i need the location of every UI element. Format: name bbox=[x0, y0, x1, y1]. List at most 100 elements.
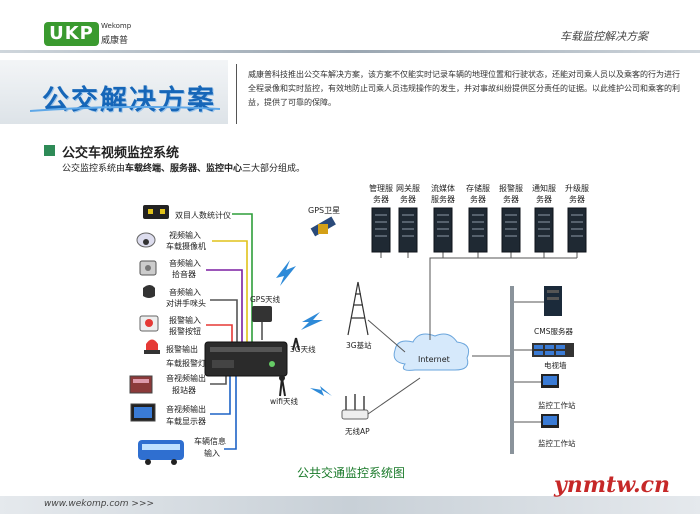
server-bay bbox=[505, 235, 517, 237]
server-bay bbox=[402, 221, 414, 223]
3g-base-station: 3G基站 bbox=[346, 281, 372, 350]
device-icons bbox=[129, 205, 184, 465]
server-bay bbox=[571, 228, 583, 230]
device-labels: 双目人数统计仪 视频输入 车载摄像机 音频输入 拾音器 音频输入 对讲手咪头 报… bbox=[166, 210, 231, 458]
server-label-line2: 务器 bbox=[503, 194, 519, 204]
server-label-line2: 服务器 bbox=[431, 194, 455, 204]
server-bay bbox=[402, 214, 414, 216]
server-bay bbox=[402, 235, 414, 237]
server-label-line1: 网关服 bbox=[396, 183, 420, 193]
label-alarm-output: 报警输出 bbox=[166, 344, 198, 354]
server-label-line1: 通知服 bbox=[532, 183, 556, 193]
header-title: 车载监控解决方案 bbox=[560, 30, 648, 43]
server-bay bbox=[538, 235, 550, 237]
label-wifi-antenna: wifi天线 bbox=[270, 396, 298, 406]
line-counter bbox=[232, 213, 253, 346]
label-station: 报站器 bbox=[172, 385, 196, 395]
server-label-line1: 存储服 bbox=[466, 183, 490, 193]
label-talkback-mic: 对讲手咪头 bbox=[166, 298, 206, 308]
server-bay bbox=[375, 235, 387, 237]
server-bay bbox=[472, 214, 484, 216]
device-connection-lines bbox=[206, 213, 263, 450]
label-counter: 双目人数统计仪 bbox=[175, 210, 231, 220]
monitoring-center: CMS服务器 电视墙 监控工作站 监控工作站 bbox=[510, 286, 576, 454]
line-pickup bbox=[206, 269, 243, 346]
server-label-line1: 升级服 bbox=[565, 183, 589, 193]
banner-background bbox=[0, 60, 228, 124]
banner-swoosh bbox=[30, 106, 220, 112]
label-cms-server: CMS服务器 bbox=[534, 326, 573, 336]
label-internet: Internet bbox=[418, 355, 450, 364]
label-audio-input: 音频输入 bbox=[169, 258, 201, 268]
server-bay bbox=[571, 221, 583, 223]
label-audio-input-2: 音频输入 bbox=[169, 287, 201, 297]
logo-english-name: Wekomp bbox=[101, 22, 132, 30]
server-bay bbox=[472, 235, 484, 237]
line-display bbox=[210, 372, 231, 415]
line-alarm-button bbox=[206, 324, 233, 346]
gps-antenna: GPS天线 bbox=[250, 294, 281, 322]
server-bay bbox=[375, 228, 387, 230]
network-links bbox=[367, 252, 578, 415]
label-3g-antenna: 3G天线 bbox=[290, 344, 316, 354]
section-title: 公交车视频监控系统 bbox=[62, 146, 180, 161]
label-av-output: 音视频输出 bbox=[166, 373, 206, 383]
label-video-input: 视频输入 bbox=[169, 230, 201, 240]
wifi-antenna: wifi天线 bbox=[270, 375, 298, 406]
banner-title: 公交解决方案 bbox=[42, 85, 216, 116]
3g-antenna: 3G天线 bbox=[290, 337, 316, 354]
server-bay bbox=[571, 235, 583, 237]
wireless-bolts bbox=[276, 260, 332, 396]
server-bay bbox=[472, 228, 484, 230]
server-label-line2: 务器 bbox=[536, 194, 552, 204]
label-camera: 车载摄像机 bbox=[166, 241, 206, 251]
desc-prefix: 公交监控系统由 bbox=[62, 164, 126, 174]
server-bay bbox=[437, 235, 449, 237]
server-bay bbox=[375, 214, 387, 216]
label-pickup: 拾音器 bbox=[172, 269, 196, 279]
server-bay bbox=[402, 228, 414, 230]
label-workstation-2: 监控工作站 bbox=[538, 438, 576, 448]
label-workstation-1: 监控工作站 bbox=[538, 400, 576, 410]
system-diagram: 双目人数统计仪 视频输入 车载摄像机 音频输入 拾音器 音频输入 对讲手咪头 报… bbox=[129, 183, 589, 465]
server-label-line1: 流媒体 bbox=[431, 183, 455, 193]
line-vehicle bbox=[224, 372, 237, 450]
wireless-ap: 无线AP bbox=[341, 394, 370, 436]
header-divider bbox=[0, 50, 700, 53]
server-bay bbox=[538, 228, 550, 230]
vehicle-terminal bbox=[204, 341, 288, 377]
footer-url[interactable]: www.wekomp.com >>> bbox=[44, 499, 155, 509]
label-alarm-input: 报警输入 bbox=[169, 315, 201, 325]
line-camera bbox=[212, 240, 248, 346]
label-vehicle-input: 输入 bbox=[204, 448, 220, 458]
internet-cloud: Internet bbox=[393, 333, 470, 371]
footer-bar bbox=[0, 496, 700, 514]
section-marker bbox=[44, 145, 55, 156]
logo-chinese-name: 威康普 bbox=[101, 36, 129, 46]
label-alarm-lamp: 车载报警灯 bbox=[166, 358, 206, 368]
line-talk bbox=[210, 299, 238, 346]
label-av-output-2: 音视频输出 bbox=[166, 404, 206, 414]
label-vehicle-info: 车辆信息 bbox=[194, 436, 226, 446]
desc-suffix: 三大部分组成。 bbox=[242, 164, 306, 174]
server-label-line2: 务器 bbox=[373, 194, 389, 204]
station-announcer-icon bbox=[129, 375, 153, 394]
server-label-line1: 报警服 bbox=[499, 183, 523, 193]
diagram-caption: 公共交通监控系统图 bbox=[297, 466, 406, 480]
label-3g-base: 3G基站 bbox=[346, 340, 372, 350]
label-gps-satellite: GPS卫星 bbox=[308, 206, 340, 215]
gps-satellite: GPS卫星 bbox=[308, 206, 340, 237]
intro-paragraph: 威康普科技推出公交车解决方案，该方案不仅能实时记录车辆的地理位置和行驶状态，还能… bbox=[248, 70, 680, 107]
server-bay bbox=[571, 214, 583, 216]
server-bay bbox=[437, 214, 449, 216]
server-label-line1: 管理服 bbox=[369, 183, 393, 193]
server-bay bbox=[538, 214, 550, 216]
label-gps-antenna: GPS天线 bbox=[250, 294, 281, 304]
